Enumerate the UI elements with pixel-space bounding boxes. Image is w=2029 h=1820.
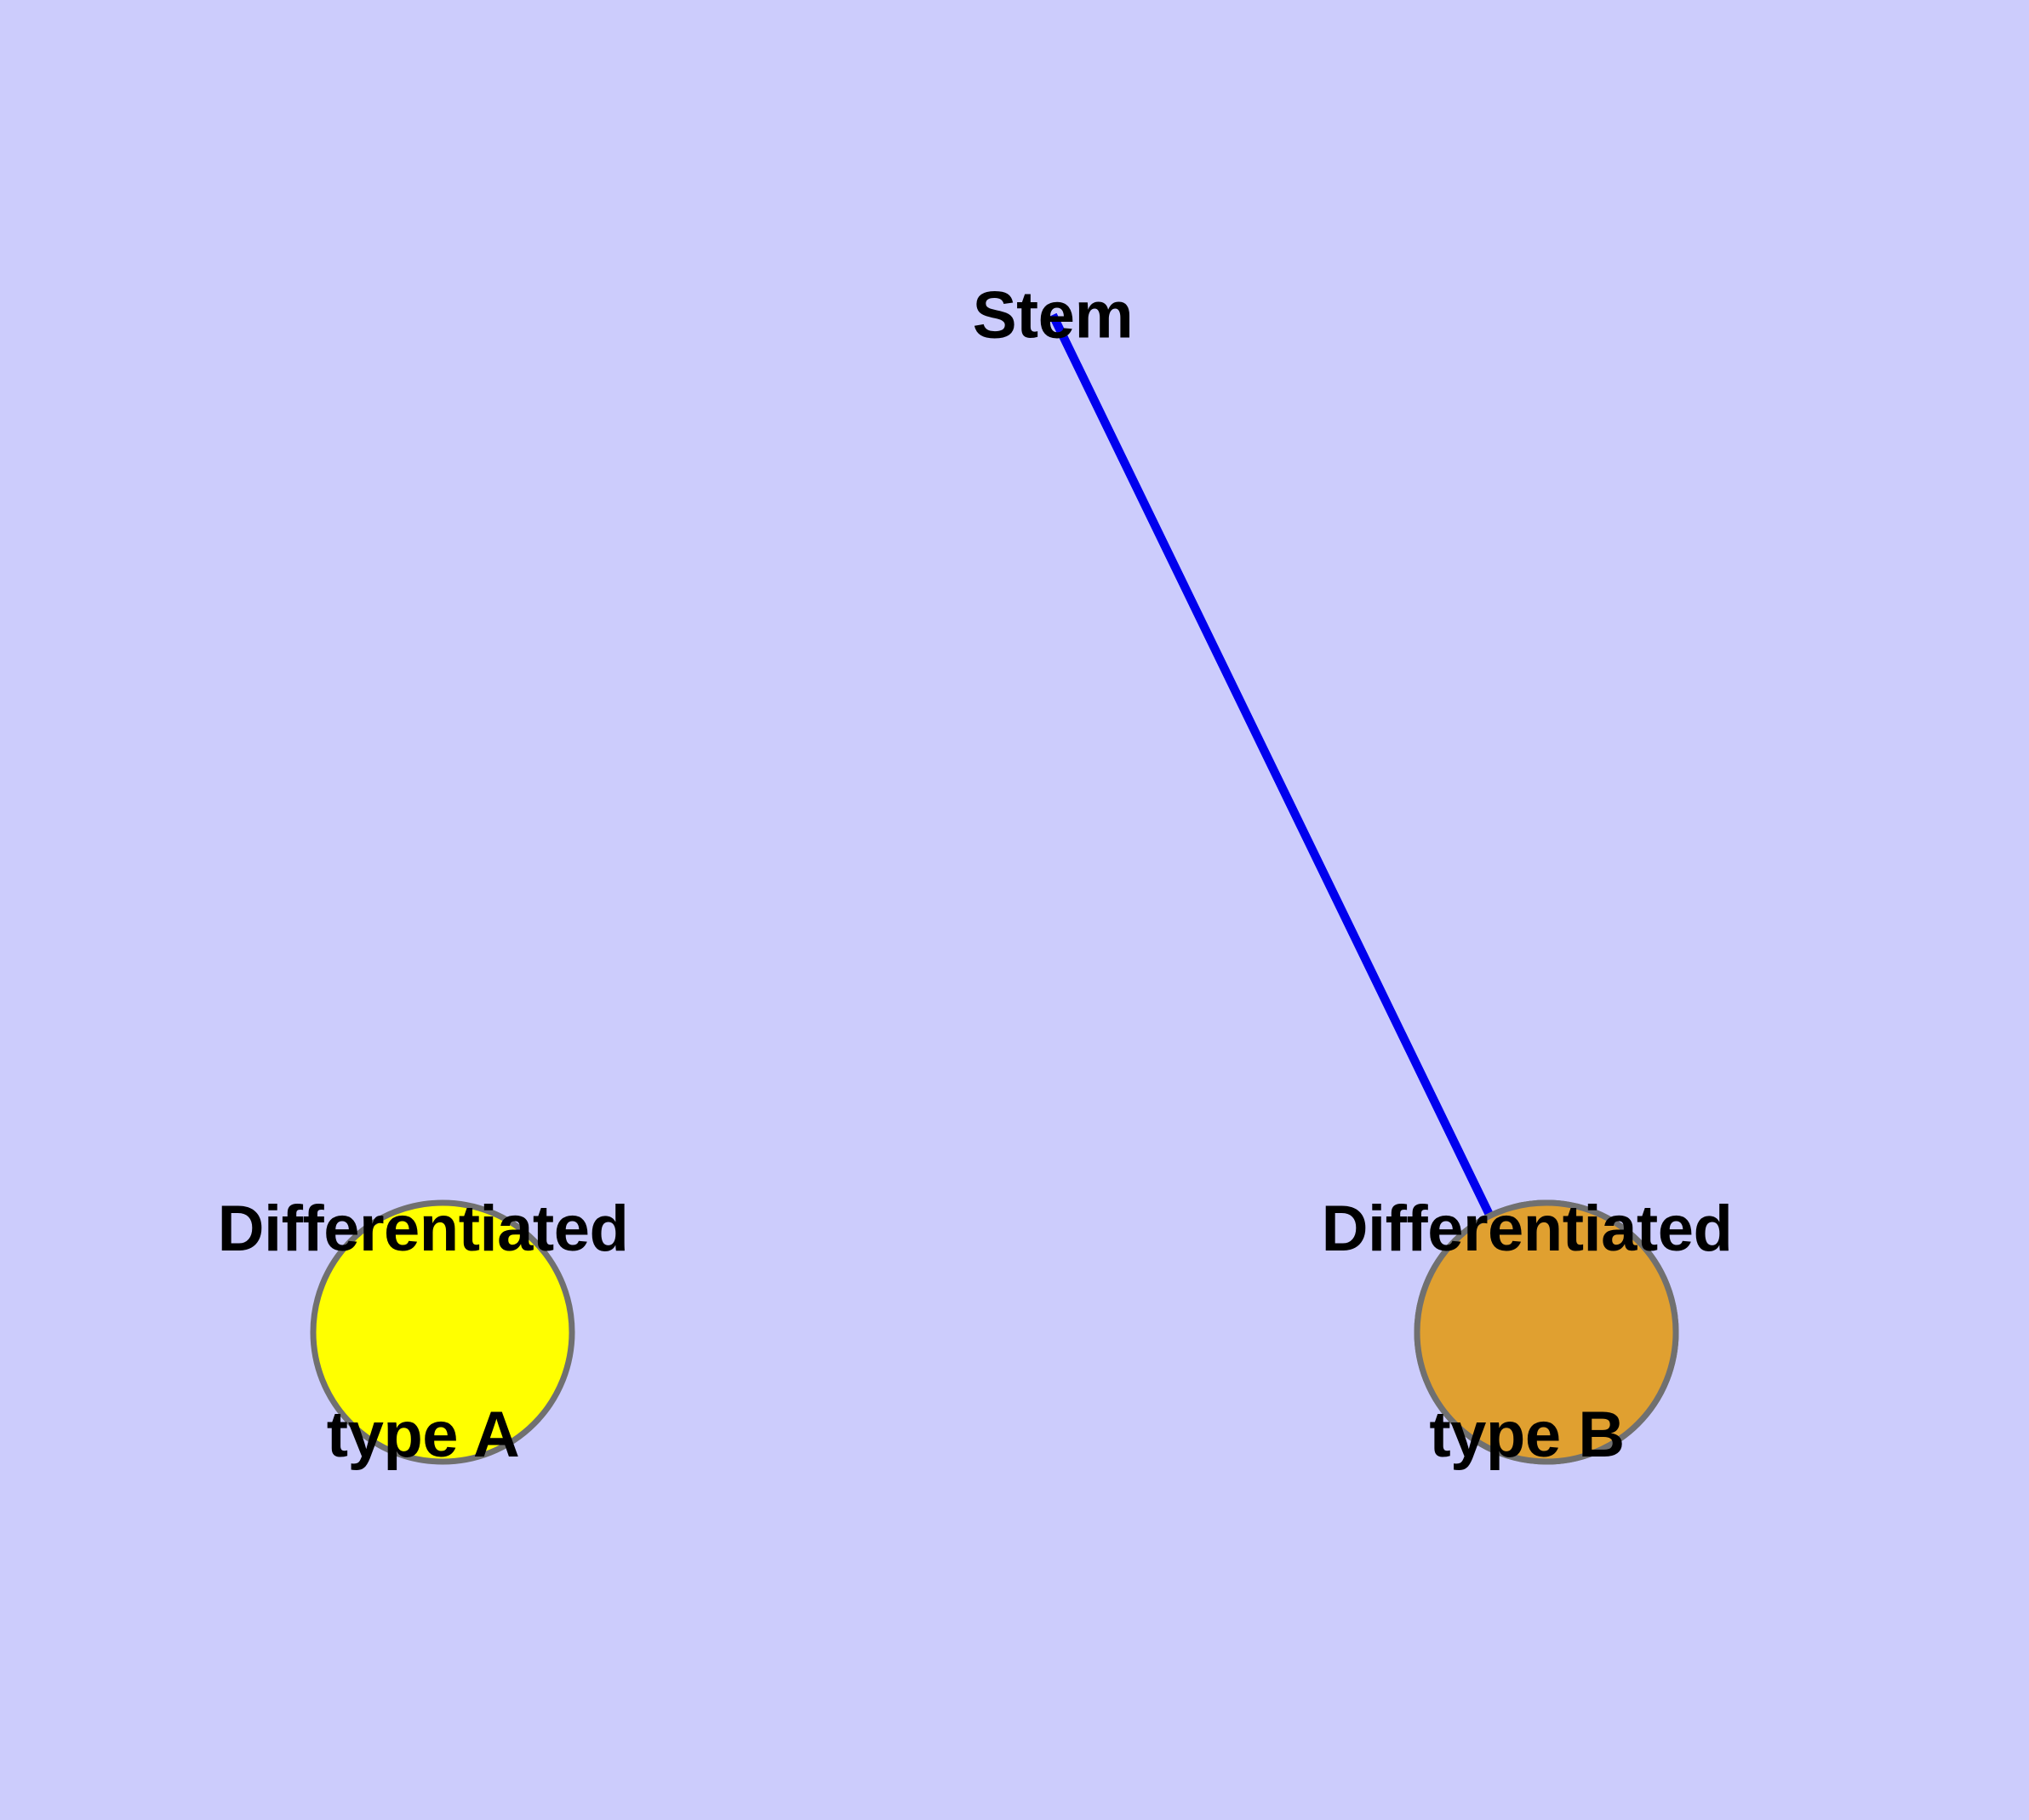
edge-stem-to-diff-b[interactable] [1049,312,1551,1335]
node-differentiated-type-b[interactable] [1414,1199,1679,1465]
node-layer [310,1199,1679,1465]
edge-layer [1049,312,1551,1335]
node-stem[interactable] [310,1199,575,1465]
